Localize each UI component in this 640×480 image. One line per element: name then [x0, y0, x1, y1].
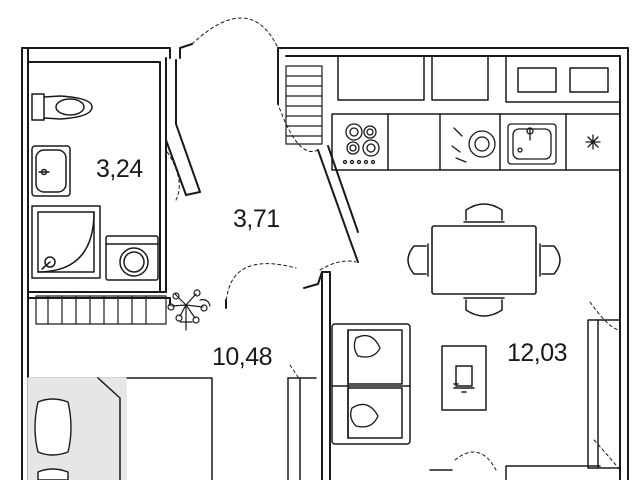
kitchen-sink-icon — [507, 123, 557, 165]
bathroom-area-label: 3,24 — [96, 155, 143, 183]
fridge-icon — [585, 134, 601, 150]
dining-table-icon — [431, 225, 537, 295]
cushion-icon — [350, 334, 381, 428]
sink-icon — [31, 145, 71, 197]
tv-icon — [441, 345, 487, 411]
shower-icon — [31, 205, 101, 279]
chair-icon — [407, 203, 561, 317]
toilet-icon — [31, 93, 93, 121]
door-swings — [165, 17, 621, 471]
wardrobe-icon — [587, 319, 621, 469]
kitchen-counter — [331, 113, 621, 171]
sofa-icon — [331, 323, 411, 445]
hallway-area-label: 3,71 — [233, 205, 280, 233]
bedroom-wardrobe — [287, 377, 317, 480]
kitchen-area-label: 12,03 — [507, 339, 568, 367]
radiator-icon — [285, 65, 323, 145]
washing-machine-icon — [105, 235, 159, 281]
cooktop-icon — [342, 123, 380, 165]
radiator-icon — [35, 295, 167, 325]
stove-icon — [451, 127, 496, 163]
wall-cabinets — [337, 55, 621, 103]
pillow-icon — [34, 398, 72, 480]
bedroom-area-label: 10,48 — [212, 343, 273, 371]
kitchen-lower-units — [429, 465, 601, 480]
plant-icon — [167, 289, 211, 331]
